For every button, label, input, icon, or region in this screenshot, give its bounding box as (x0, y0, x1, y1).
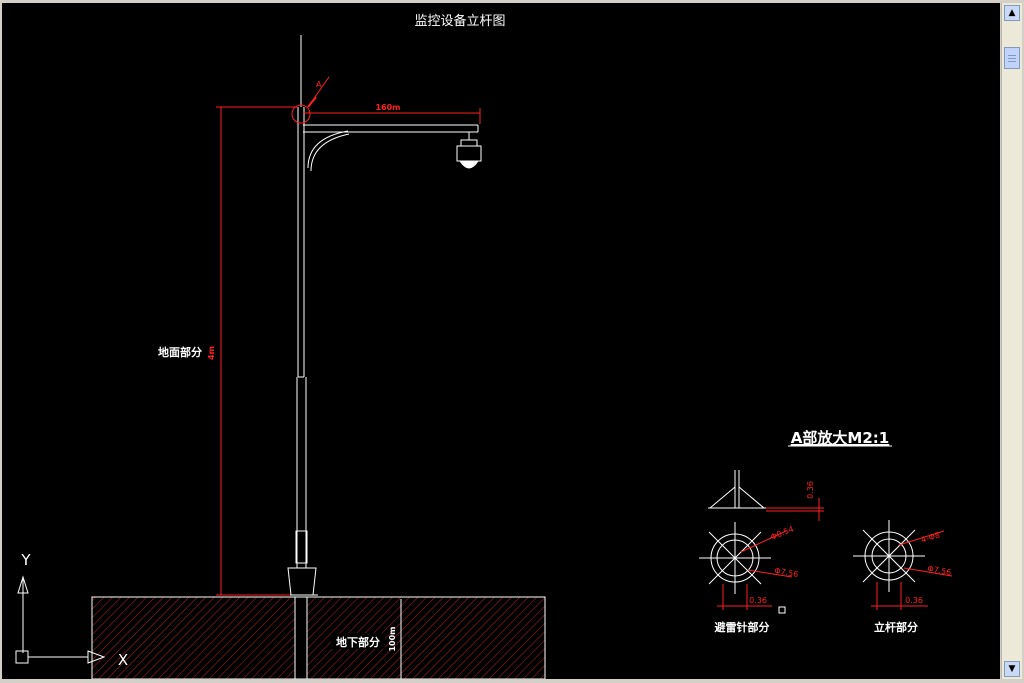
detail-dim-054-text: Φ0.54 (769, 524, 795, 541)
dimension-arm (303, 108, 481, 124)
label-above-ground: 地面部分 (158, 345, 202, 359)
bottom-edge (0, 679, 1024, 683)
detail-dim-036-b-text: 0.36 (749, 596, 767, 605)
thumb-grip (1008, 61, 1016, 62)
dimension-arm-text: 160m (375, 103, 400, 112)
drawing-svg: 监控设备立杆图 (15, 13, 953, 679)
pole (286, 107, 318, 596)
ucs-icon (15, 575, 106, 664)
detail-dim-036-a (766, 498, 824, 521)
scroll-up-button[interactable]: ▲ (1004, 5, 1020, 21)
drawing-canvas[interactable]: 监控设备立杆图 (2, 3, 1000, 679)
label-below-ground: 地下部分 (336, 635, 380, 649)
foundation-block (91, 596, 546, 679)
scroll-down-button[interactable]: ▼ (1004, 661, 1020, 677)
detail-label-lightning-rod: 避雷针部分 (715, 620, 770, 634)
scroll-thumb[interactable] (1004, 47, 1020, 69)
pole-underground (294, 596, 308, 679)
detail-dim-4-8-text: 4-Φ8 (920, 530, 941, 545)
dimension-pole-text: 4m (207, 346, 216, 360)
camera-arm (303, 124, 479, 172)
detail-callout-A (291, 76, 330, 124)
detail-pole-dims (871, 530, 953, 610)
detail-rod-base (708, 470, 766, 509)
vertical-scrollbar[interactable]: ▲ ▼ (1001, 3, 1022, 679)
chevron-down-icon: ▼ (1008, 664, 1016, 674)
detail-rod-plan (699, 522, 771, 594)
thumb-grip (1008, 58, 1016, 59)
detail-dim-036-a-text: 0.36 (806, 481, 815, 499)
detail-dim-756-b-text: Φ7.56 (927, 564, 952, 577)
detail-rod-dims (717, 530, 793, 610)
dimension-pole-height (216, 106, 297, 596)
dome-camera-icon (456, 132, 482, 169)
small-square-marker (778, 606, 786, 614)
thumb-grip (1008, 55, 1016, 56)
axis-x-label: X (118, 651, 128, 669)
drawing-title: 监控设备立杆图 (414, 13, 505, 29)
detail-label-pole: 立杆部分 (874, 620, 918, 634)
detail-title: A部放大M2:1 (791, 429, 889, 447)
detail-dim-756-a-text: Φ7.56 (774, 566, 799, 579)
callout-label-A: A (316, 80, 322, 89)
axis-y-label: Y (20, 551, 31, 569)
dimension-below-ground-text: 100m (388, 626, 397, 651)
detail-dim-036-c-text: 0.36 (905, 596, 923, 605)
chevron-up-icon: ▲ (1008, 8, 1016, 18)
detail-pole-plan (853, 520, 925, 592)
